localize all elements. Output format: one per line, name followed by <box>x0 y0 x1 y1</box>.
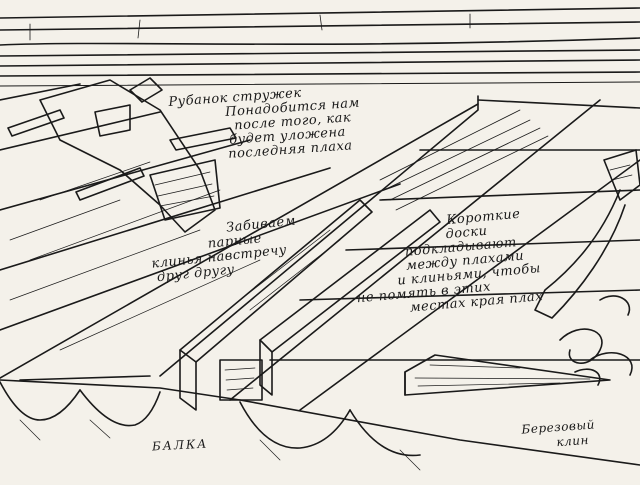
caption-short-boards: Короткие доски подкладывают между плахам… <box>356 206 544 316</box>
caption-beam: БАЛКА <box>151 436 209 454</box>
wood-shavings <box>559 295 633 386</box>
wall <box>0 7 640 87</box>
axe-icon <box>534 149 640 319</box>
caption-birch-wedge: Березовый клин <box>521 417 596 452</box>
paired-wedges <box>179 199 441 411</box>
caption-hand-plane: Рубанок стружек Понадобится нам после то… <box>168 83 363 166</box>
hand-plane-icon <box>7 77 237 233</box>
beam-profiles <box>0 379 640 471</box>
loose-boards <box>229 99 640 411</box>
birch-wedge-icon <box>404 354 611 396</box>
